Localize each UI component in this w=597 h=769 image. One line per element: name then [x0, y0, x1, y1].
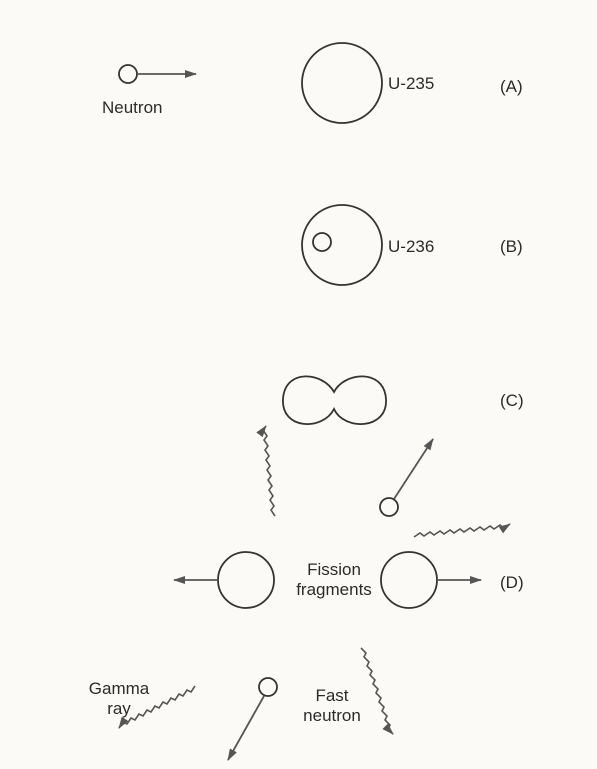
fast-label-line2: neutron [303, 706, 361, 725]
fission-fragment-right [380, 551, 482, 609]
stage-c-label: (C) [500, 391, 524, 410]
fast-neutron-label: Fast neutron [292, 686, 372, 726]
gamma-ray-upper-right [413, 523, 511, 538]
incoming-neutron [118, 64, 197, 84]
fission-label-line1: Fission [307, 560, 361, 579]
gamma-label-line1: Gamma [88, 679, 150, 698]
fast-neutron-lower [227, 677, 278, 761]
deformed-nucleus [282, 375, 387, 425]
fast-neutron-upper [379, 438, 434, 517]
gamma-ray-label: Gamma ray [84, 679, 154, 719]
fission-fragments-label: Fission fragments [290, 560, 378, 600]
stage-a-label: (A) [500, 77, 523, 96]
fission-label-line2: fragments [296, 580, 372, 599]
gamma-ray-lower-right [360, 647, 394, 735]
stage-b-label: (B) [500, 237, 523, 256]
u235-nucleus [301, 42, 383, 124]
fast-label-line1: Fast [315, 686, 349, 705]
gamma-ray-upper-left [256, 425, 276, 517]
neutron-label: Neutron [102, 98, 163, 117]
u236-nucleus [301, 204, 383, 286]
fission-fragment-left [173, 551, 275, 609]
u236-label: U-236 [388, 237, 435, 256]
gamma-ray-lower-left [118, 685, 196, 729]
stage-d-label: (D) [500, 573, 524, 592]
absorbed-neutron [312, 232, 332, 252]
u235-label: U-235 [388, 74, 435, 93]
gamma-label-line2: ray [107, 699, 131, 718]
